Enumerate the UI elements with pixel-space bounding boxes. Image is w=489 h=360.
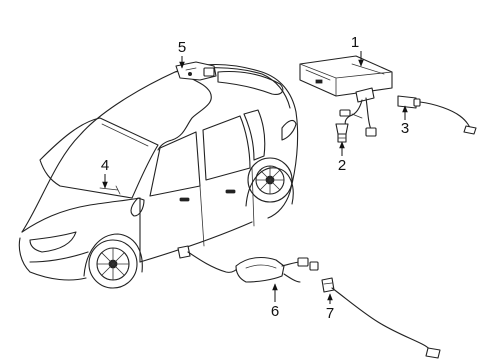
sensor-harness (397, 95, 477, 135)
callout-label-7: 7 (326, 305, 334, 322)
callout-label-4: 4 (101, 157, 109, 174)
callout-1: 1 (351, 34, 364, 67)
callout-7: 7 (326, 293, 334, 322)
front-wheel (83, 233, 143, 289)
callout-3: 3 (401, 105, 409, 137)
callout-4: 4 (101, 157, 109, 189)
callout-label-5: 5 (178, 39, 186, 56)
cable-assembly (321, 277, 441, 359)
callout-label-6: 6 (271, 303, 279, 320)
callout-label-1: 1 (351, 34, 359, 51)
rear-wheel (245, 157, 294, 207)
rear-harness (177, 245, 319, 283)
callout-2: 2 (338, 141, 346, 174)
callout-5: 5 (178, 39, 186, 69)
socket-bulb (335, 123, 349, 143)
callout-label-2: 2 (338, 157, 346, 174)
vehicle-illustration (18, 61, 299, 289)
callout-6: 6 (271, 283, 279, 320)
high-mount-stop-lamp (299, 55, 393, 137)
callout-label-3: 3 (401, 120, 409, 137)
